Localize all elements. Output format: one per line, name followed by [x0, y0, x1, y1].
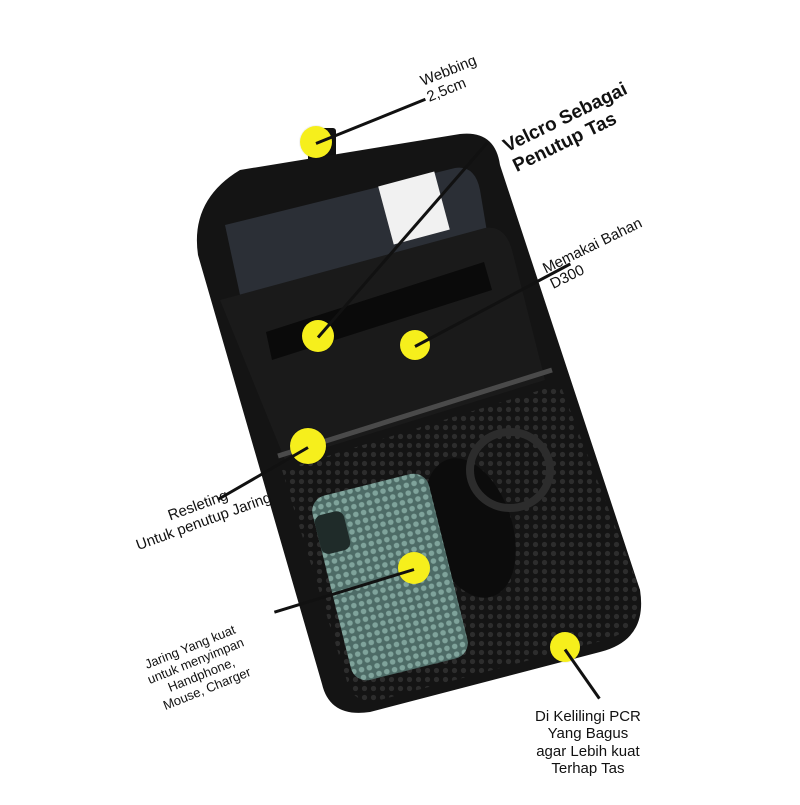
resleting-marker — [290, 428, 326, 464]
tablet-sticker — [378, 171, 450, 245]
label-pcr: Di Kelilingi PCR Yang Bagus agar Lebih k… — [535, 708, 641, 777]
phone-camera — [314, 511, 351, 554]
pcr-marker — [550, 632, 580, 662]
jaring-marker — [398, 552, 430, 584]
charger-cable — [466, 428, 554, 512]
